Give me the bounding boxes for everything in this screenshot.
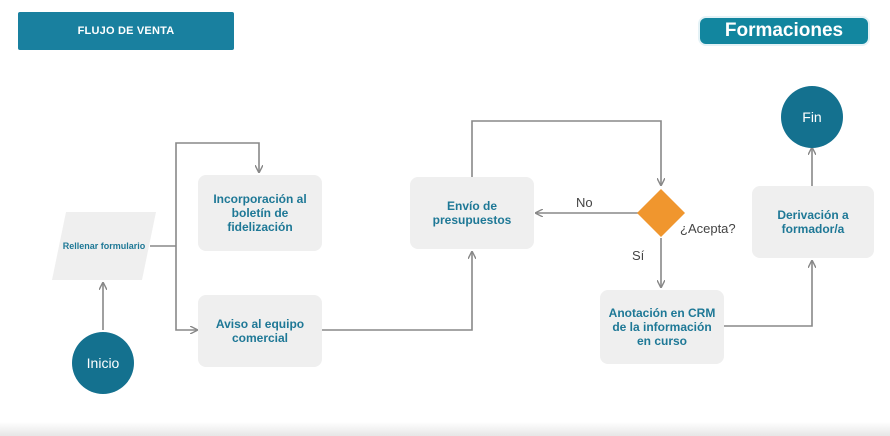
connector-envio-acepta	[471, 120, 661, 185]
decision-diamond	[637, 189, 685, 237]
bottom-shade	[0, 422, 890, 436]
brand-logo-text: Formaciones	[724, 20, 844, 41]
input-parallelogram	[52, 212, 156, 280]
connector-aviso-envio	[321, 252, 472, 331]
connector-anotacion-derivacion	[723, 261, 812, 327]
node-incorporacion-boletin: Incorporación al boletín de fidelización	[198, 175, 322, 251]
diagram-title: FLUJO DE VENTA	[77, 25, 175, 37]
node-aviso-equipo-comercial: Aviso al equipo comercial	[198, 295, 322, 367]
node-envio-presupuestos: Envío de presupuestos	[410, 177, 534, 249]
connector-to-incorporacion	[175, 142, 259, 246]
edge-label-no: No	[576, 195, 593, 210]
edge-label-si: Sí	[632, 248, 645, 263]
node-anotacion-crm: Anotación en CRM de la información en cu…	[600, 290, 724, 364]
node-derivacion-formador: Derivación a formador/a	[752, 186, 874, 258]
decision-label-acepta: ¿Acepta?	[680, 221, 736, 236]
node-fin: Fin	[781, 86, 843, 148]
node-rellenar-formulario: Rellenar formulario	[62, 240, 146, 251]
connector-to-aviso	[175, 246, 197, 330]
header-banner: FLUJO DE VENTA	[18, 12, 234, 50]
brand-logo: Formaciones	[700, 18, 868, 44]
node-inicio: Inicio	[72, 332, 134, 394]
